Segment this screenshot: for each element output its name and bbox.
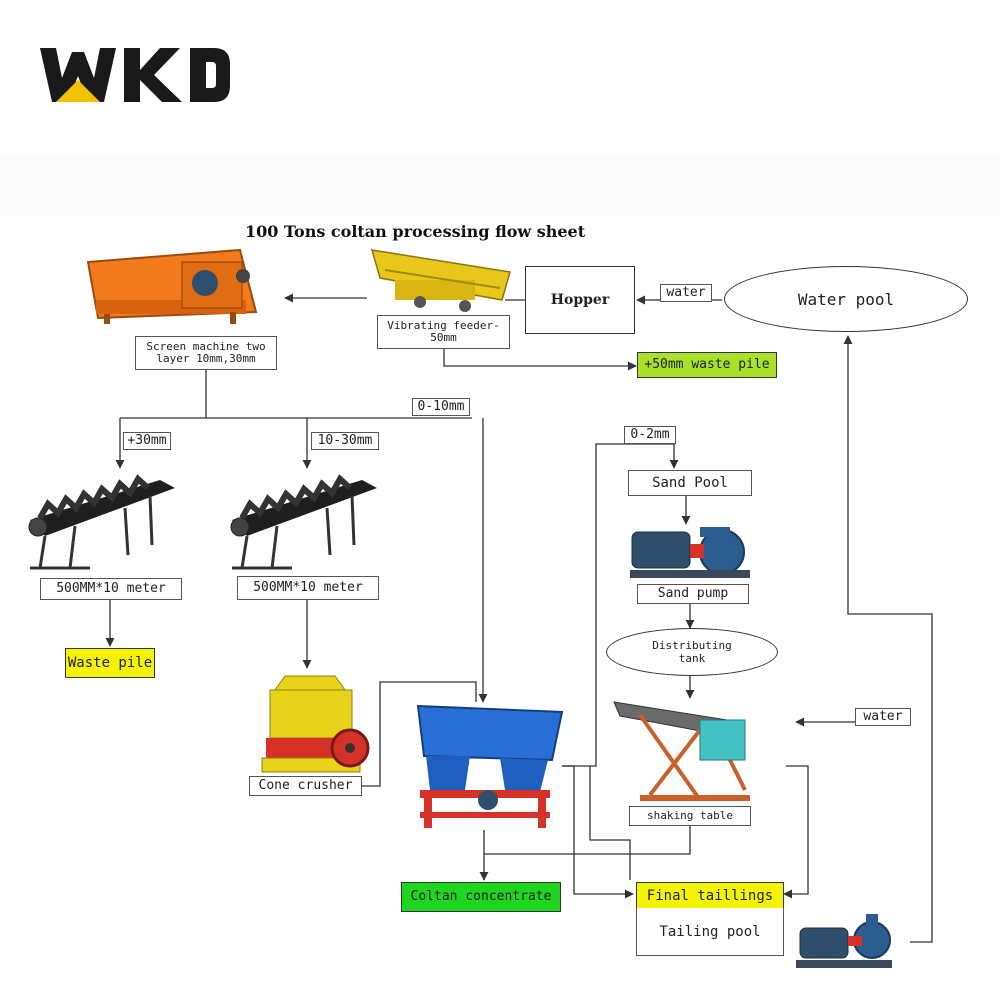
shaking-table-image <box>613 701 750 802</box>
flow-lines <box>105 293 933 943</box>
size-0-2mm-label: 0-2mm <box>624 426 676 444</box>
size-10-30mm-label: 10-30mm <box>311 432 379 450</box>
diagram-title: 100 Tons coltan processing flow sheet <box>245 222 586 241</box>
sand-pump-label: Sand pump <box>637 584 749 604</box>
waste-pile-50mm-label: +50mm waste pile <box>637 352 777 378</box>
header-strip <box>0 155 1000 215</box>
vibrating-feeder-label: Vibrating feeder-50mm <box>377 315 510 349</box>
final-tailings-label: Final taillings <box>636 882 784 908</box>
cone-crusher-label: Cone crusher <box>249 776 362 796</box>
jig-separator-image <box>416 704 564 828</box>
conveyor-image-2 <box>230 474 377 570</box>
conveyor-image-1 <box>28 474 175 570</box>
hopper-node: Hopper <box>525 266 635 334</box>
sand-pump-image <box>630 527 750 578</box>
tailing-pump-image <box>796 914 892 968</box>
screen-machine-image <box>86 248 258 324</box>
water-pool-node: Water pool <box>724 266 968 332</box>
conveyor-length-label-1: 500MM*10 meter <box>40 578 182 600</box>
size-0-10mm-label: 0-10mm <box>412 398 470 416</box>
water-label-right: water <box>855 708 911 726</box>
shaking-table-label: shaking table <box>629 806 751 826</box>
distributing-tank-node: Distributing tank <box>606 628 778 676</box>
sand-pool-label: Sand Pool <box>628 470 752 496</box>
size-plus30mm-label: +30mm <box>123 432 171 450</box>
waste-pile-label: Waste pile <box>65 648 155 678</box>
vibrating-feeder-image <box>370 249 511 312</box>
wkd-logo <box>40 48 230 102</box>
screen-machine-label: Screen machine two layer 10mm,30mm <box>135 336 277 370</box>
coltan-concentrate-label: Coltan concentrate <box>401 882 561 912</box>
water-label-top: water <box>660 284 712 302</box>
conveyor-length-label-2: 500MM*10 meter <box>237 576 379 600</box>
tailing-pool-label: Tailing pool <box>636 908 784 956</box>
cone-crusher-image <box>261 675 370 773</box>
